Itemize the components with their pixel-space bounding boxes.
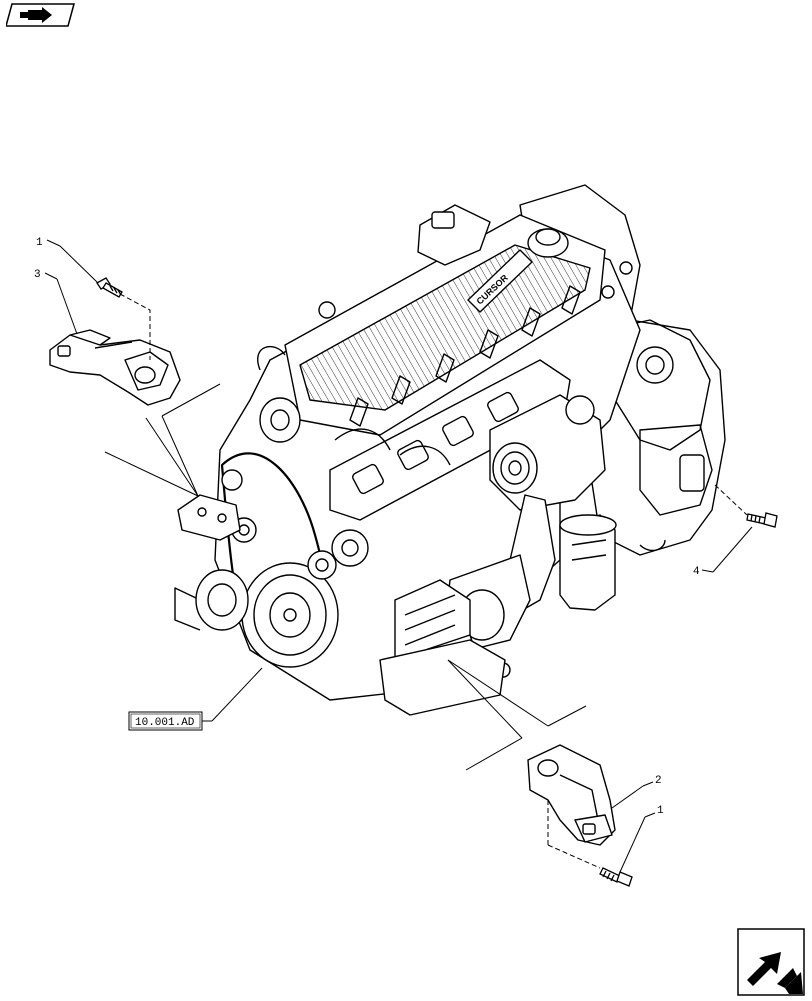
next-page-arrow-icon[interactable] [737, 928, 805, 996]
callout-2: 2 [611, 775, 662, 809]
callout-number: 2 [655, 775, 662, 787]
upper-bolt-part [96, 277, 123, 298]
callout-number: 1 [657, 805, 664, 817]
callout-4: 4 [693, 526, 753, 578]
right-mount-bracket-part [527, 744, 616, 846]
left-mount-bracket-part [49, 329, 181, 406]
callout-number: 1 [36, 237, 43, 249]
callout-1-lower: 1 [619, 805, 664, 873]
engine-illustration: CURSOR [174, 184, 726, 716]
callout-3: 3 [34, 269, 78, 335]
reference-label-box[interactable]: 10.001.AD [128, 667, 263, 731]
lower-bolt-part [599, 867, 633, 887]
callout-number: 3 [34, 269, 41, 281]
assembly-lines [104, 293, 748, 869]
book-arrow-icon[interactable] [5, 2, 76, 28]
callout-number: 4 [693, 566, 700, 578]
right-bolt-part [746, 512, 778, 528]
reference-label: 10.001.AD [135, 717, 195, 729]
callout-1-upper: 1 [36, 237, 99, 284]
